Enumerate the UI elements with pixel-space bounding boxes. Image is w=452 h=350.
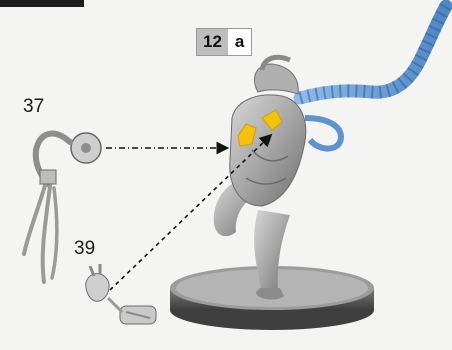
- part-label-39: 39: [74, 238, 95, 260]
- miniature-figure-icon: [214, 57, 306, 299]
- hand-part-icon: [86, 264, 156, 324]
- cable-icon: [300, 6, 446, 149]
- part-label-37: 37: [23, 96, 44, 118]
